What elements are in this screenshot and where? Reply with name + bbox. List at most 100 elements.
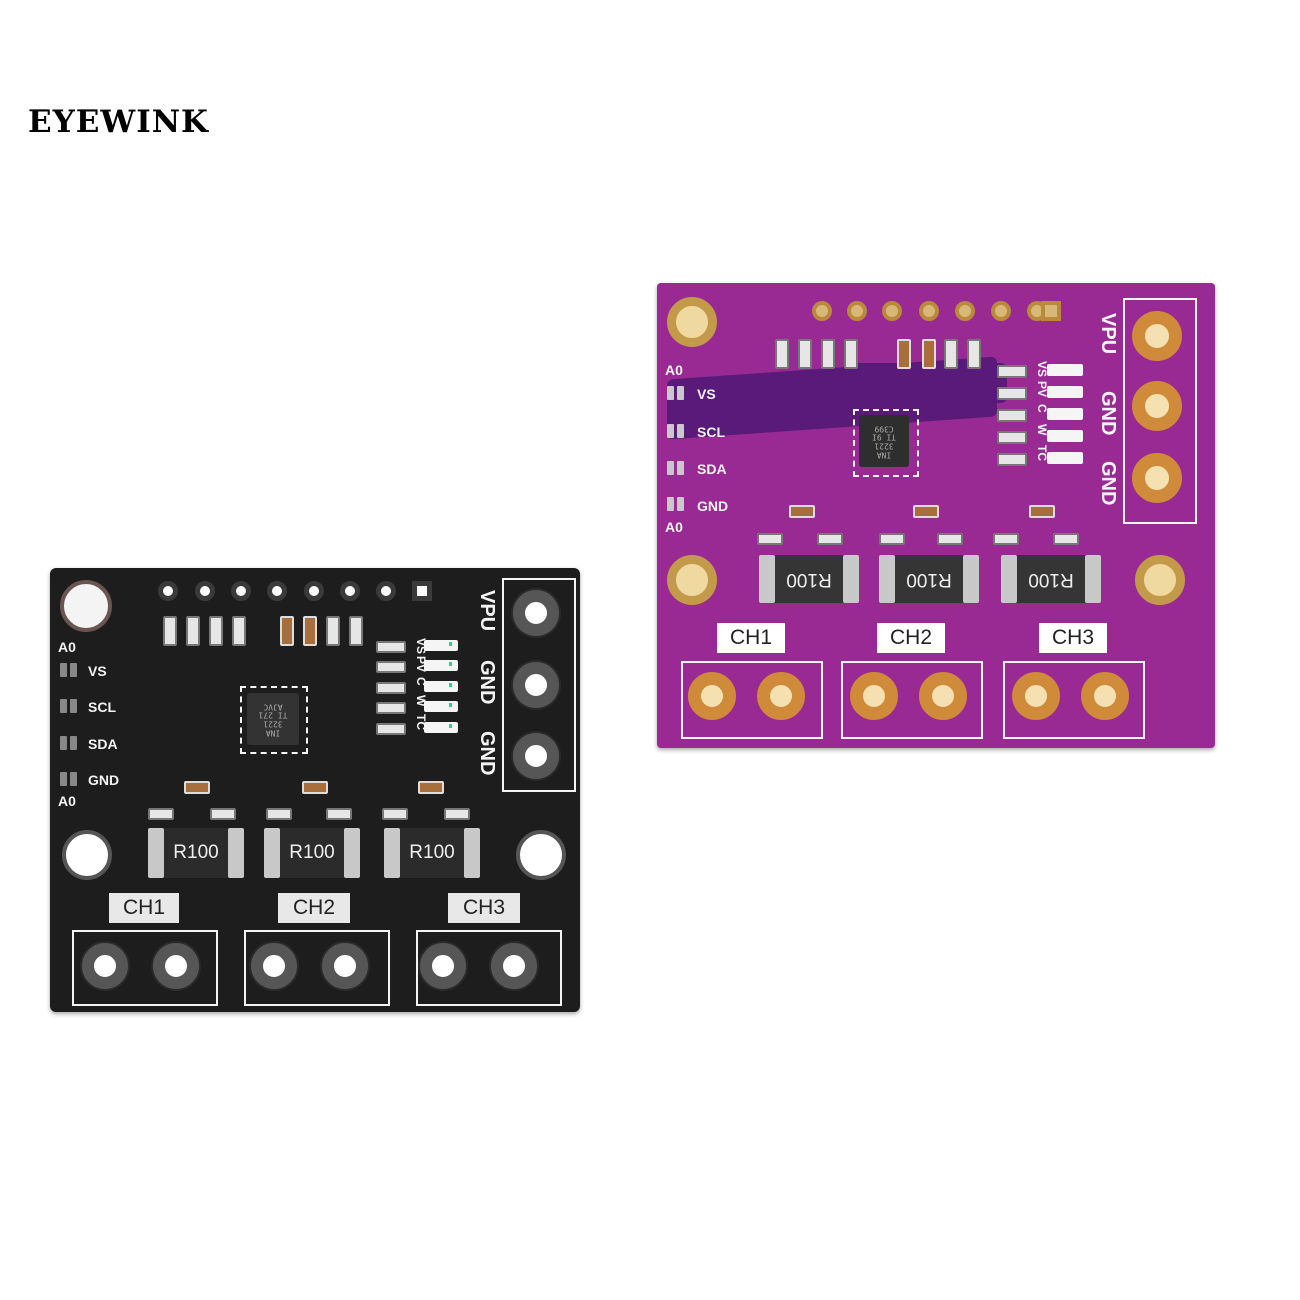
smd-resistor (844, 339, 858, 369)
led-resistor (376, 682, 406, 694)
ch2-terminal (251, 943, 297, 989)
ch2-terminal (919, 672, 967, 720)
status-led (1047, 430, 1083, 442)
status-led (1047, 364, 1083, 376)
status-led (424, 640, 458, 651)
label-gnd-1: GND (1097, 391, 1119, 436)
shunt-label: R100 (906, 569, 952, 590)
label-a0-top: A0 (58, 639, 76, 655)
label-gnd-1: GND (476, 660, 498, 705)
smd-resistor (326, 808, 352, 820)
smd-capacitor (302, 781, 328, 794)
header-pin (376, 581, 396, 601)
ch1-terminal (153, 943, 199, 989)
solder-pad (677, 497, 684, 511)
status-led (424, 660, 458, 671)
smd-resistor (798, 339, 812, 369)
ch2-terminal (850, 672, 898, 720)
led-resistor (376, 661, 406, 673)
label-a0-top: A0 (665, 362, 683, 378)
solder-pad (70, 663, 77, 677)
black-pcb-board: A0 VS SCL SDA GND A0 INA 3221 TI 271 AJV… (50, 568, 580, 1012)
label-vpu: VPU (1097, 313, 1119, 355)
shunt-resistor-ch2: R100 (264, 828, 360, 878)
status-led (424, 722, 458, 733)
label-sda: SDA (697, 461, 727, 477)
solder-pad (60, 699, 67, 713)
smd-resistor (1053, 533, 1079, 545)
header-terminal-gnd (1132, 453, 1182, 503)
ina3221-chip: INA 3221 TI 9I C399 (859, 415, 909, 467)
header-pin (304, 581, 324, 601)
smd-resistor (326, 616, 340, 646)
solder-pad (677, 461, 684, 475)
header-pin (195, 581, 215, 601)
shunt-label: R100 (786, 569, 832, 590)
led-resistor (997, 409, 1027, 422)
channel-label-ch3: CH3 (1039, 623, 1107, 653)
ch3-terminal (420, 943, 466, 989)
smd-resistor (444, 808, 470, 820)
status-led (424, 701, 458, 712)
led-resistor (376, 641, 406, 653)
ch3-terminal (1081, 672, 1129, 720)
smd-resistor (967, 339, 981, 369)
smd-resistor (266, 808, 292, 820)
led-resistor (997, 387, 1027, 400)
led-resistor (997, 431, 1027, 444)
shunt-resistor-ch3: R100 (1001, 555, 1101, 603)
header-pin (231, 581, 251, 601)
brand-logo: EYEWINK (28, 104, 209, 140)
shunt-resistor-ch2: R100 (879, 555, 979, 603)
shunt-label: R100 (409, 842, 455, 863)
solder-pad (677, 386, 684, 400)
solder-pad (70, 699, 77, 713)
label-a0-bottom: A0 (58, 793, 76, 809)
mounting-hole (516, 830, 566, 880)
smd-resistor (775, 339, 789, 369)
smd-capacitor (913, 505, 939, 518)
ch1-terminal (688, 672, 736, 720)
shunt-label: R100 (1028, 569, 1074, 590)
header-pin (991, 301, 1011, 321)
led-resistor (376, 723, 406, 735)
solder-pad (667, 386, 674, 400)
mounting-hole (667, 297, 717, 347)
header-pin (812, 301, 832, 321)
smd-capacitor (184, 781, 210, 794)
smd-resistor (382, 808, 408, 820)
chip-marking: INA 3221 TI 271 AJVC (258, 702, 288, 738)
status-led (1047, 386, 1083, 398)
smd-resistor (879, 533, 905, 545)
smd-capacitor (280, 616, 294, 646)
solder-pad (60, 772, 67, 786)
header-terminal-vpu (513, 590, 559, 636)
smd-resistor (148, 808, 174, 820)
channel-label-ch1: CH1 (717, 623, 785, 653)
ch1-terminal-outline (681, 661, 823, 739)
solder-pad (667, 497, 674, 511)
header-terminal-gnd (513, 733, 559, 779)
smd-capacitor (897, 339, 911, 369)
label-gnd-2: GND (476, 731, 498, 776)
header-pin (267, 581, 287, 601)
mounting-hole (1135, 555, 1185, 605)
header-pin (340, 581, 360, 601)
smd-capacitor (1029, 505, 1055, 518)
header-outline (1123, 298, 1197, 524)
led-resistor (997, 453, 1027, 466)
solder-pad (60, 663, 67, 677)
ch3-terminal (1012, 672, 1060, 720)
solder-pad (70, 772, 77, 786)
smd-resistor (937, 533, 963, 545)
label-scl: SCL (697, 424, 725, 440)
header-pin-square (1041, 301, 1061, 321)
smd-capacitor (303, 616, 317, 646)
smd-resistor (944, 339, 958, 369)
chip-marking: INA 3221 TI 9I C399 (871, 424, 897, 460)
shunt-label: R100 (289, 842, 335, 863)
smd-resistor (163, 616, 177, 646)
smd-capacitor (789, 505, 815, 518)
shunt-resistor-ch3: R100 (384, 828, 480, 878)
header-terminal-vpu (1132, 311, 1182, 361)
